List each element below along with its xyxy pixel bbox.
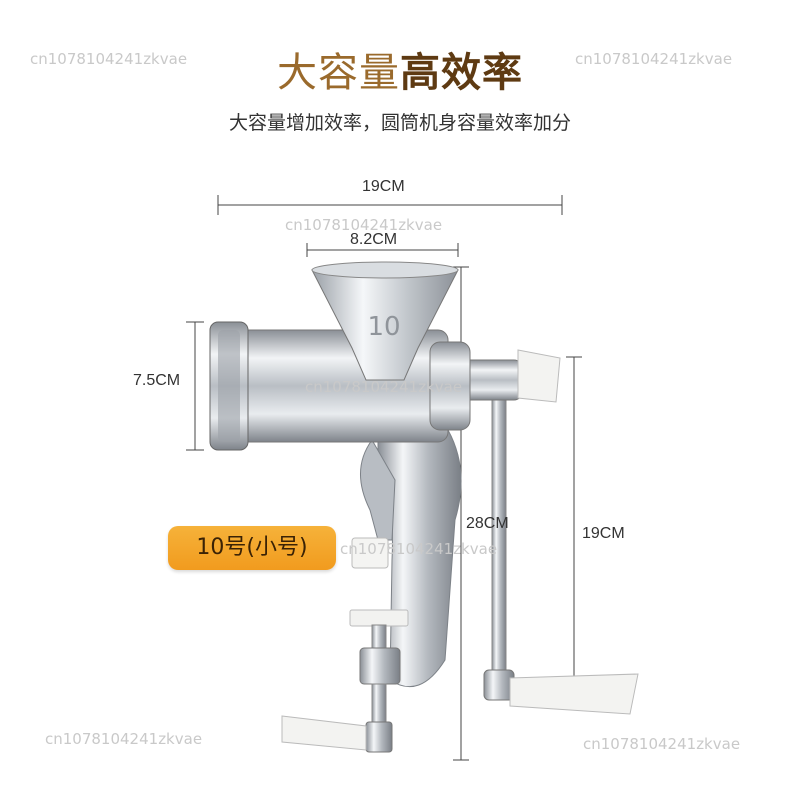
funnel: 10 <box>311 261 459 381</box>
crank-handle <box>459 349 639 715</box>
watermark: cn1078104241zkvae <box>30 50 188 68</box>
watermark: cn1078104241zkvae <box>285 216 443 234</box>
page-title: 大容量高效率 <box>0 40 800 98</box>
title-bold: 高效率 <box>400 50 523 96</box>
dim-barrel-height: 7.5CM <box>133 372 181 389</box>
size-badge: 10号(小号) <box>168 526 336 570</box>
dim-funnel-width: 8.2CM <box>350 231 398 248</box>
watermark: cn1078104241zkvae <box>45 730 203 748</box>
title-light: 大容量 <box>277 50 400 96</box>
dim-total-width: 19CM <box>362 178 405 195</box>
funnel-number: 10 <box>367 312 400 342</box>
watermark: cn1078104241zkvae <box>575 50 733 68</box>
watermark: cn1078104241zkvae <box>340 540 498 558</box>
subtitle: 大容量增加效率，圆筒机身容量效率加分 <box>228 112 571 134</box>
watermark: cn1078104241zkvae <box>305 378 463 396</box>
dim-handle-height: 19CM <box>582 525 625 542</box>
watermark: cn1078104241zkvae <box>583 735 741 753</box>
clamp-stand <box>281 429 462 753</box>
dim-body-height: 28CM <box>466 515 509 532</box>
